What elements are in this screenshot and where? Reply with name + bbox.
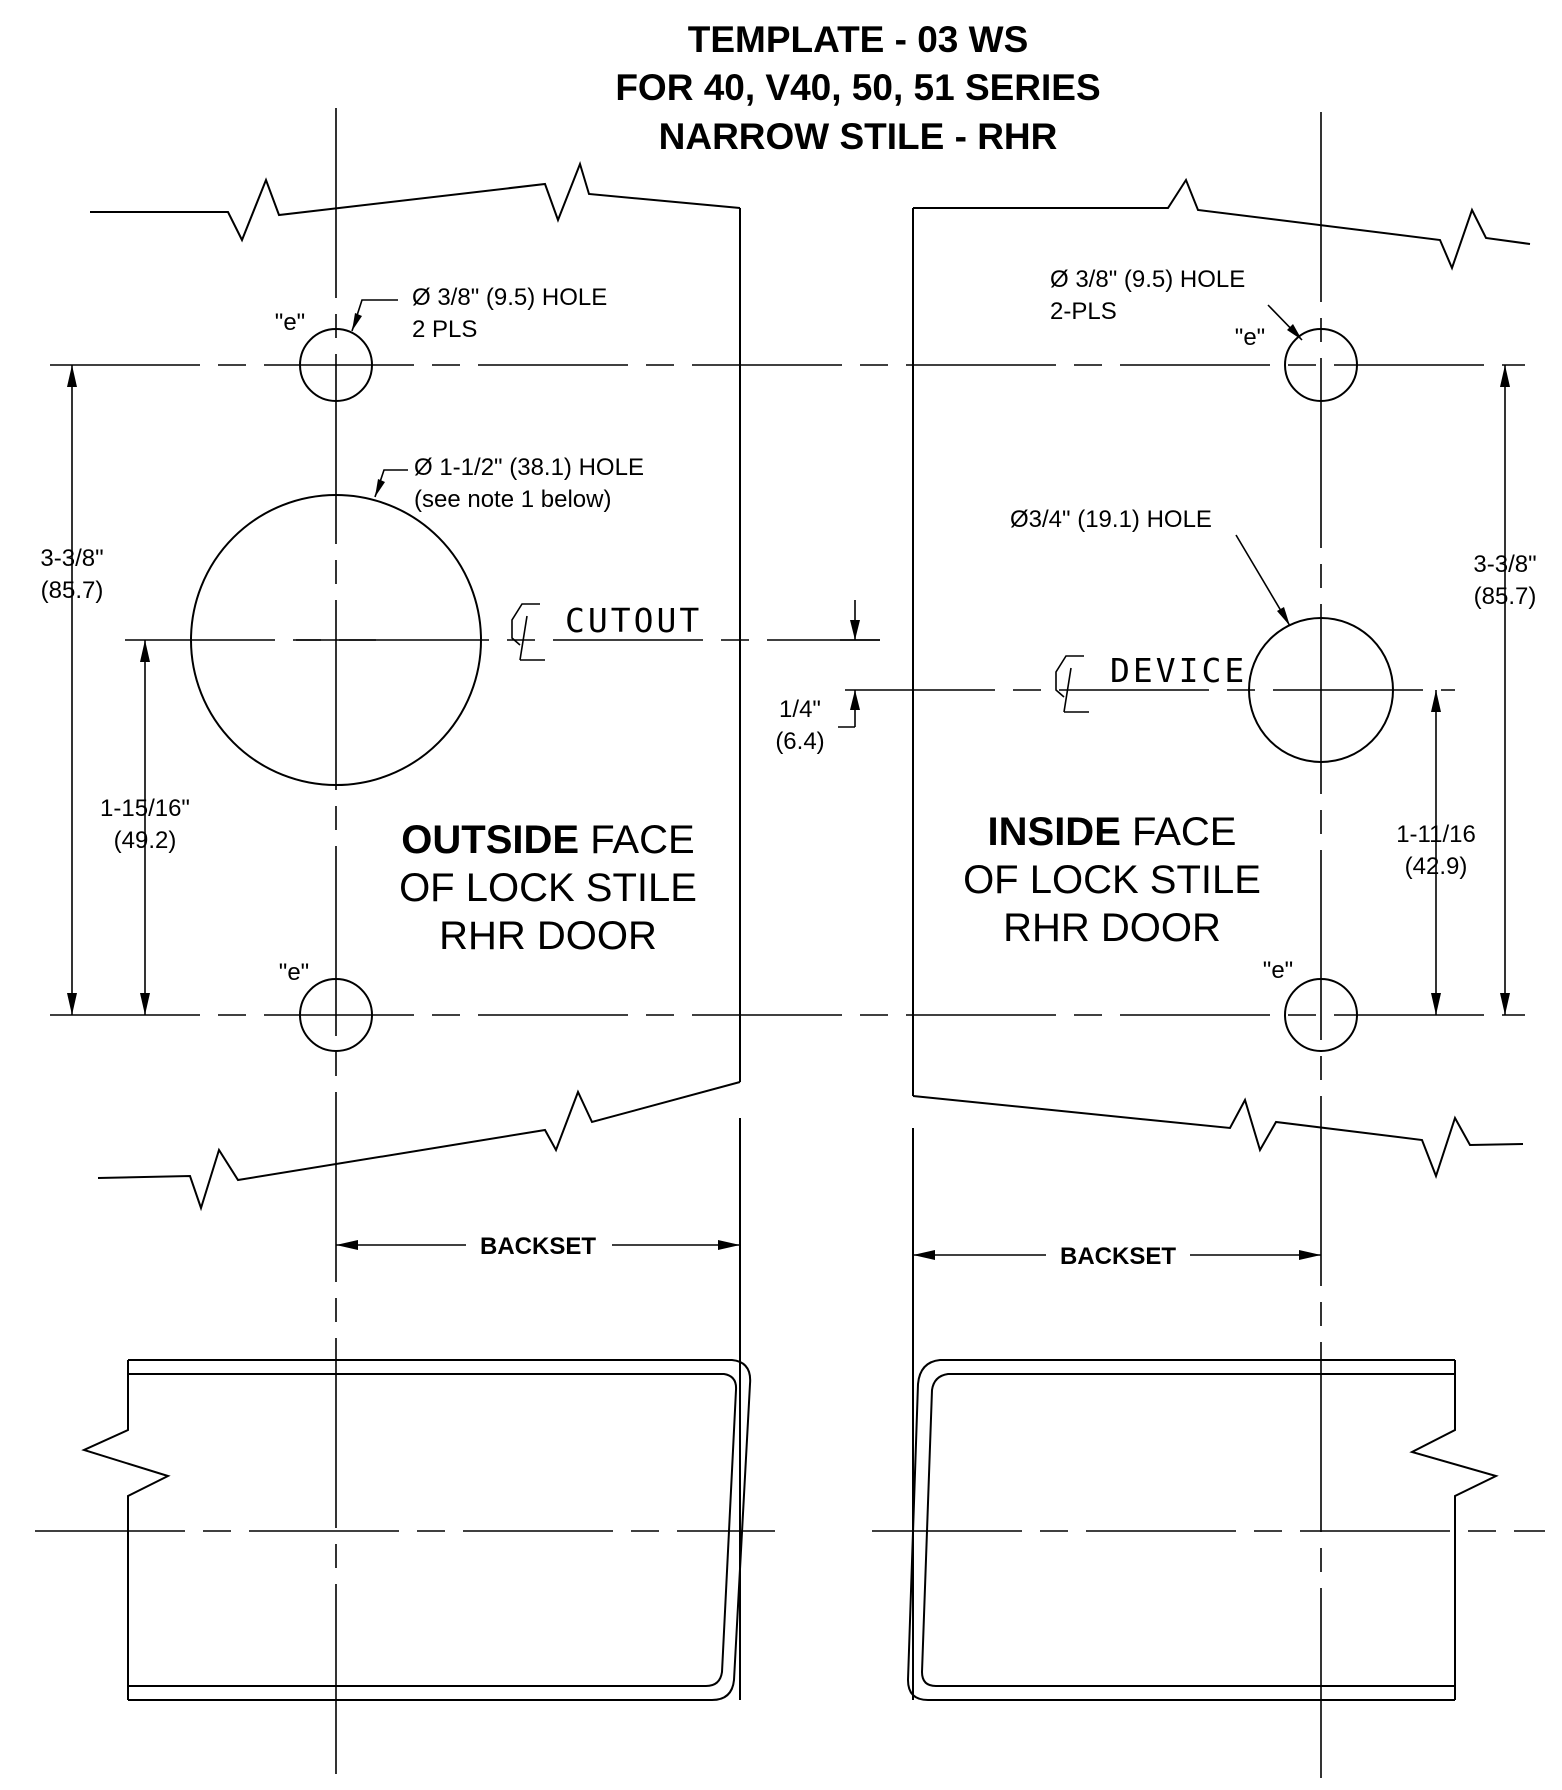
- outside-section-view: [35, 1359, 775, 1701]
- inside-backset-arrow-left: [913, 1250, 935, 1260]
- outside-small-hole-note-1: Ø 3/8" (9.5) HOLE: [412, 284, 607, 311]
- outside-small-hole-leader-arrow: [352, 313, 362, 331]
- inside-section-break: [1409, 1360, 1499, 1700]
- device-label: DEVICE: [1110, 651, 1247, 690]
- outside-large-hole-note-1: Ø 1-1/2" (38.1) HOLE: [414, 454, 644, 481]
- inside-inner-dim-arrow-top: [1431, 690, 1441, 712]
- offset-dim-value: 1/4": [779, 696, 821, 723]
- inside-outer-dim-arrow-top: [1500, 365, 1510, 387]
- inside-inner-dim-value: 1-11/16: [1396, 821, 1476, 848]
- inside-section-view: [872, 1359, 1545, 1701]
- inside-small-hole-note-2: 2-PLS: [1050, 298, 1117, 325]
- outside-outer-dim-value: 3-3/8": [40, 545, 103, 572]
- inside-face-label-line-1: INSIDE FACE: [988, 810, 1237, 854]
- inside-face-label-line-3: RHR DOOR: [1003, 906, 1221, 950]
- inside-bottom-e-label: "e": [1263, 957, 1293, 984]
- outside-backset-arrow-left: [336, 1240, 358, 1250]
- inside-small-hole-note-1: Ø 3/8" (9.5) HOLE: [1050, 266, 1245, 293]
- inside-backset-label: BACKSET: [1060, 1243, 1176, 1270]
- title-line-2: FOR 40, V40, 50, 51 SERIES: [615, 67, 1100, 108]
- outside-inner-dim-metric: (49.2): [114, 827, 177, 854]
- inside-bottom-break-line: [912, 1095, 1524, 1179]
- outside-section-inner: [128, 1373, 738, 1687]
- inside-backset-arrow-right: [1299, 1250, 1321, 1260]
- title-line-1: TEMPLATE - 03 WS: [688, 19, 1029, 60]
- outside-face-label-line-1: OUTSIDE FACE: [401, 818, 694, 862]
- outside-bottom-e-label: "e": [279, 959, 309, 986]
- offset-dim-arrow-top: [850, 620, 860, 640]
- offset-dim-metric: (6.4): [775, 728, 824, 755]
- cutout-centerline-label: CUTOUT: [511, 601, 702, 661]
- inside-outer-dim-arrow-bottom: [1500, 993, 1510, 1015]
- outside-face-label-line-2: OF LOCK STILE: [399, 866, 697, 910]
- device-centerline-symbol-l: [1063, 667, 1072, 713]
- outside-top-hole: [299, 328, 373, 402]
- inside-top-e-label: "e": [1235, 324, 1265, 351]
- inside-inner-dim-arrow-bottom: [1431, 993, 1441, 1015]
- inside-top-hole: [1284, 328, 1358, 402]
- inside-face-bold: INSIDE: [988, 810, 1121, 854]
- outside-inner-dim-arrow-top: [140, 640, 150, 662]
- outside-section-break: [81, 1360, 171, 1700]
- inside-top-break-line: [913, 177, 1531, 271]
- outside-top-break-line: [90, 160, 741, 243]
- inside-inner-dim-metric: (42.9): [1405, 853, 1468, 880]
- inside-face-rest: FACE: [1121, 810, 1237, 854]
- inside-outer-dim-metric: (85.7): [1474, 583, 1537, 610]
- outside-face-bold: OUTSIDE: [401, 818, 579, 862]
- inside-device-hole-note: Ø3/4" (19.1) HOLE: [1010, 506, 1212, 533]
- outside-small-hole-note-2: 2 PLS: [412, 316, 477, 343]
- outside-face-view: "e" "e" Ø 3/8" (9.5) HOLE 2 PLS Ø 1-1/2"…: [35, 108, 1525, 1790]
- outside-inner-dim-value: 1-15/16": [100, 795, 190, 822]
- outside-cutout-hole: [190, 494, 482, 786]
- inside-section-outer: [906, 1359, 1455, 1701]
- title-block: TEMPLATE - 03 WS FOR 40, V40, 50, 51 SER…: [615, 19, 1100, 157]
- outside-large-hole-note-2: (see note 1 below): [414, 486, 611, 513]
- outside-large-hole-leader-arrow: [375, 479, 385, 497]
- inside-device-hole: [1248, 617, 1394, 763]
- offset-dimension: 1/4" (6.4): [775, 600, 880, 755]
- outside-backset-arrow-right: [718, 1240, 740, 1250]
- outside-outer-dim-metric: (85.7): [41, 577, 104, 604]
- outside-inner-dim-arrow-bottom: [140, 993, 150, 1015]
- inside-face-label-line-2: OF LOCK STILE: [963, 858, 1261, 902]
- device-centerline-label: DEVICE: [1055, 651, 1247, 713]
- centerline-symbol-c: [511, 603, 540, 646]
- inside-section-inner: [920, 1373, 1455, 1687]
- inside-bottom-hole: [1284, 978, 1358, 1052]
- offset-dim-arrow-bottom: [850, 690, 860, 710]
- inside-outer-dim-value: 3-3/8": [1473, 551, 1536, 578]
- inside-small-hole-leader-arrow: [1287, 324, 1302, 340]
- device-centerline-symbol-c: [1055, 655, 1084, 698]
- outside-outer-dim-arrow-top: [67, 365, 77, 387]
- outside-face-label-line-3: RHR DOOR: [439, 914, 657, 958]
- centerline-symbol-l: [519, 615, 528, 661]
- outside-section-outer: [128, 1359, 752, 1701]
- title-line-3: NARROW STILE - RHR: [659, 116, 1058, 157]
- cutout-label: CUTOUT: [565, 601, 702, 640]
- outside-bottom-break-line: [97, 1081, 741, 1212]
- outside-outer-dim-arrow-bottom: [67, 993, 77, 1015]
- outside-face-rest: FACE: [579, 818, 695, 862]
- inside-device-hole-leader-arrow: [1277, 607, 1290, 626]
- outside-backset-label: BACKSET: [480, 1233, 596, 1260]
- outside-bottom-hole: [299, 978, 373, 1052]
- inside-face-view: "e" "e" Ø 3/8" (9.5) HOLE 2-PLS Ø3/4" (1…: [845, 112, 1545, 1790]
- outside-top-e-label: "e": [275, 309, 305, 336]
